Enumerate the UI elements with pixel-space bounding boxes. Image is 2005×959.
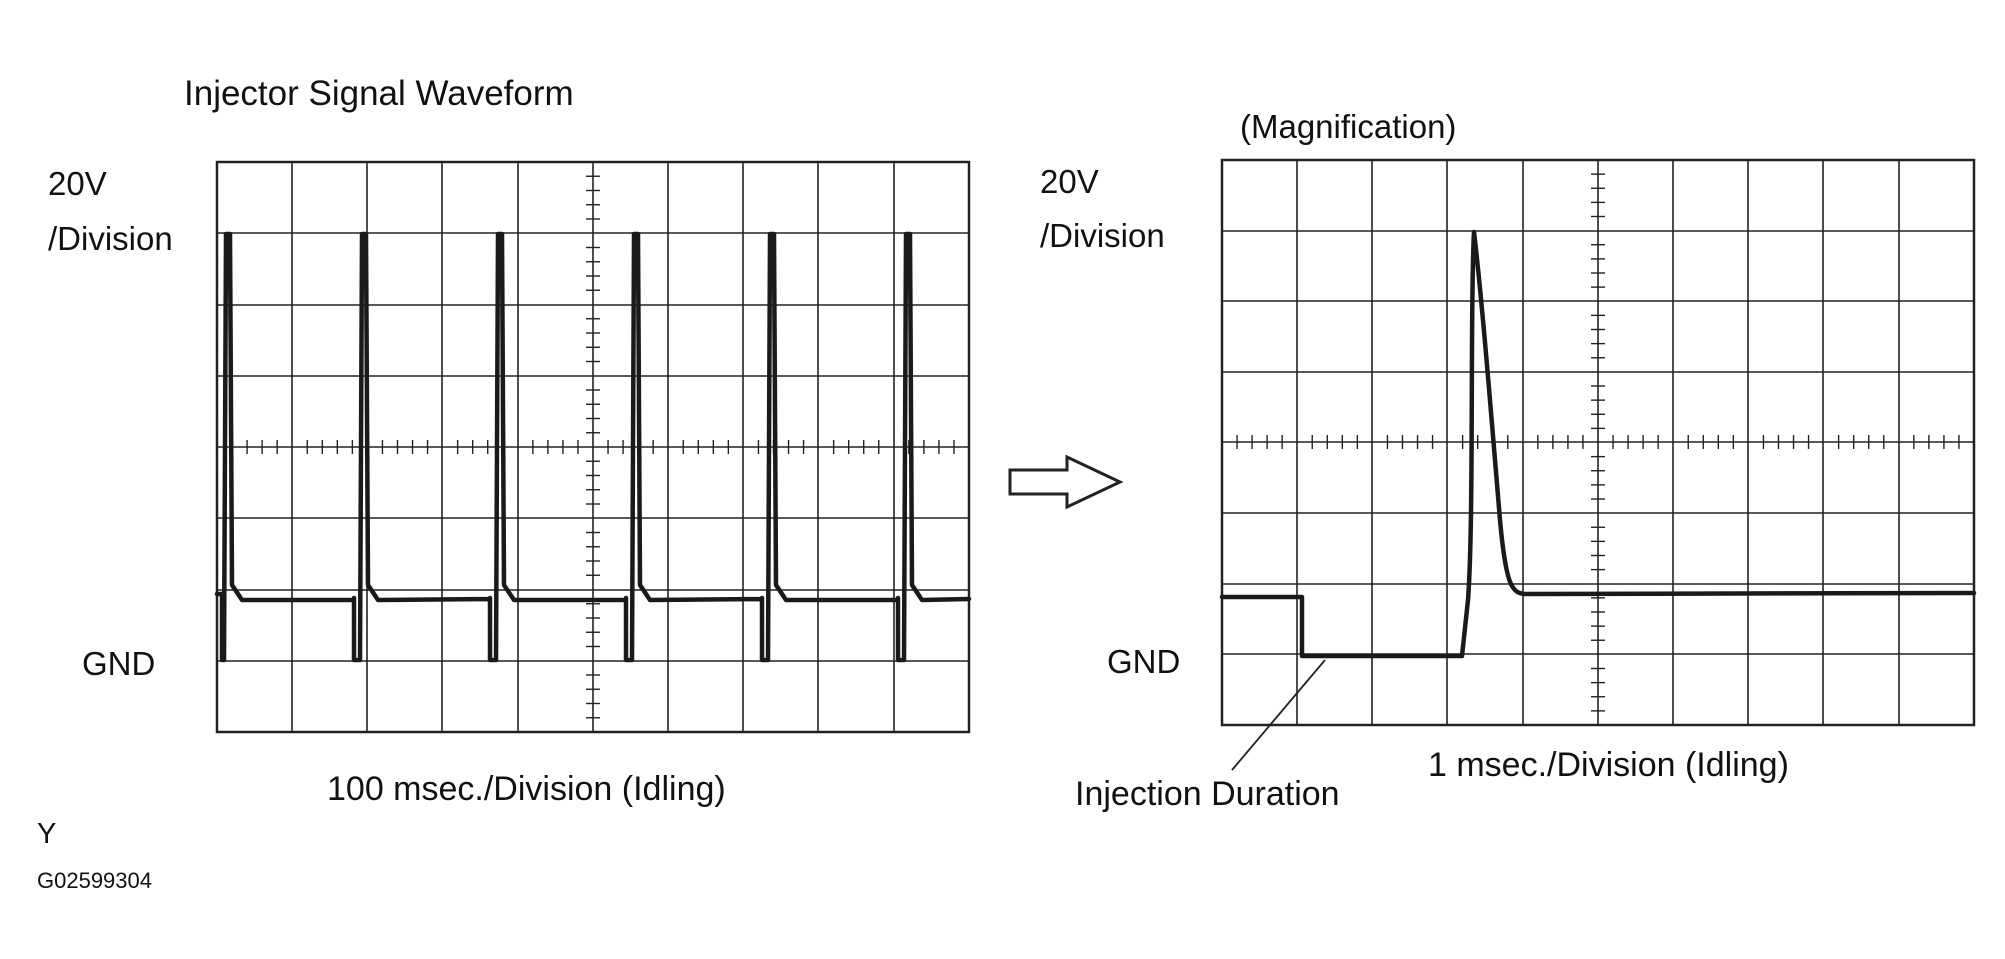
injection-duration-label: Injection Duration: [1075, 775, 1340, 813]
left-volt-label-line2: /Division: [48, 220, 173, 257]
left-scope-grid: [215, 160, 971, 734]
right-volt-label-line1: 20V: [1040, 163, 1099, 200]
magnification-label: (Magnification): [1240, 108, 1457, 145]
right-volt-label-line2: /Division: [1040, 217, 1165, 254]
right-time-label: 1 msec./Division (Idling): [1428, 746, 1789, 784]
left-volt-label-line1: 20V: [48, 165, 107, 202]
footer-letter: Y: [37, 818, 57, 850]
right-axis-ticks: [1236, 173, 1960, 712]
right-waveform-trace: [1219, 229, 1977, 659]
diagram-title: Injector Signal Waveform: [184, 74, 574, 113]
left-waveform-trace: [214, 231, 972, 663]
left-gnd-label: GND: [82, 645, 156, 682]
magnify-arrow-icon: [1008, 454, 1124, 510]
right-grid-horizontal-lines: [1222, 230, 1974, 655]
right-scope-grid: [1220, 158, 1976, 727]
left-time-label: 100 msec./Division (Idling): [327, 770, 726, 808]
right-gnd-label: GND: [1107, 643, 1181, 680]
left-grid-horizontal-lines: [217, 232, 969, 662]
footer-code: G02599304: [37, 868, 152, 893]
injection-duration-leader-line: [1231, 659, 1326, 771]
